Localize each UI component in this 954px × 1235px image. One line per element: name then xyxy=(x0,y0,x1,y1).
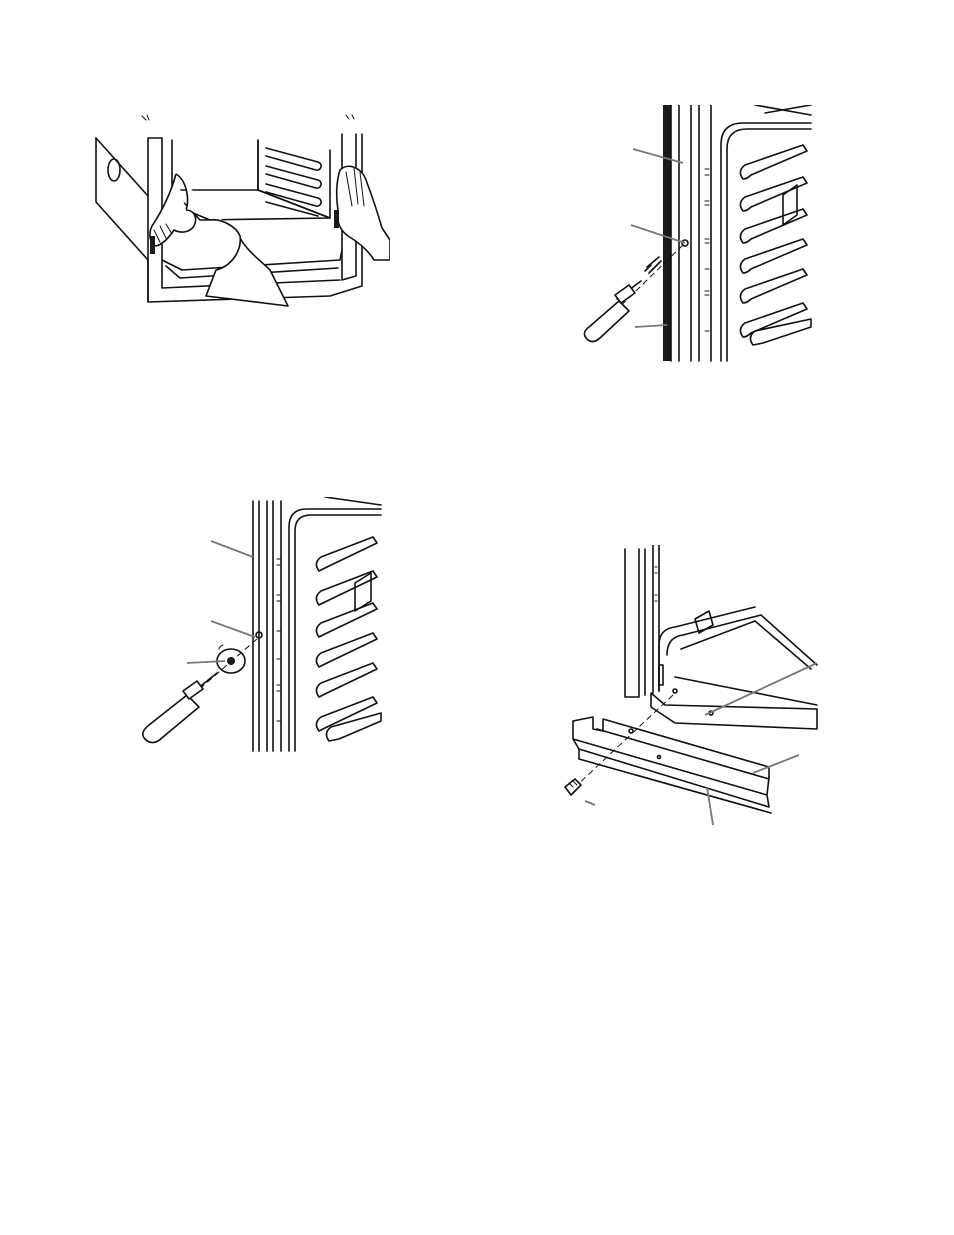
figure-screwdriver-bushing xyxy=(135,497,385,753)
figure-bottom-trim xyxy=(555,545,820,830)
figure-hands-removing-panel xyxy=(90,110,390,310)
figure-screwdriver-frame xyxy=(575,105,815,367)
